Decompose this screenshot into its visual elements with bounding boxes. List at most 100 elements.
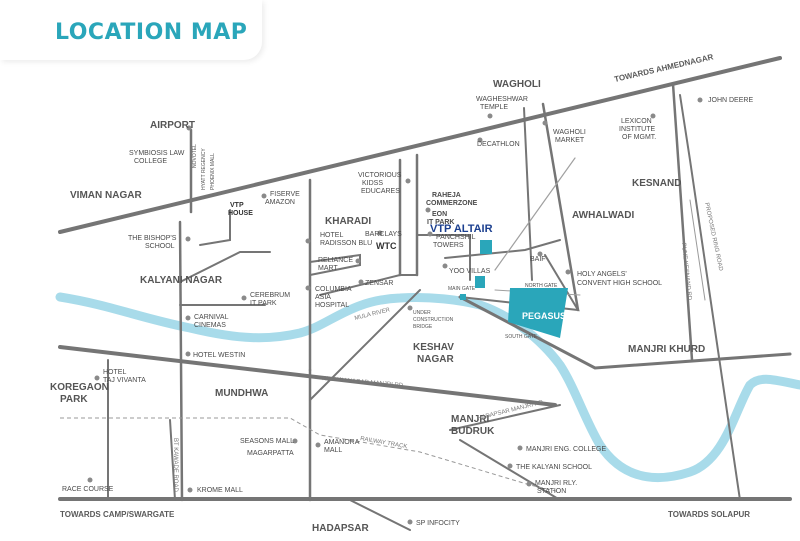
svg-text:YOO VILLAS: YOO VILLAS (449, 268, 491, 275)
title-panel: LOCATION MAP (0, 0, 262, 60)
svg-text:MARKET: MARKET (555, 137, 585, 144)
project-vtp-house: VTP (230, 202, 244, 209)
svg-text:OF MGMT.: OF MGMT. (622, 134, 656, 141)
svg-text:COLLEGE: COLLEGE (134, 158, 167, 165)
bt-kawade-rd-label: BT KAWADE ROAD (172, 438, 178, 492)
svg-text:PANCHSHIL: PANCHSHIL (436, 234, 476, 241)
area-manjri-budruk: MANJRI (451, 414, 490, 425)
towards-solapur: TOWARDS SOLAPUR (668, 510, 750, 519)
area-keshav-nagar: KESHAV (413, 342, 454, 353)
svg-text:NOVOTEL: NOVOTEL (192, 144, 198, 168)
svg-text:NORTH GATE: NORTH GATE (525, 283, 558, 289)
svg-text:FISERVE: FISERVE (270, 191, 300, 198)
svg-text:ASIA: ASIA (315, 294, 331, 301)
keshav-nagar-manjri-road (58, 345, 557, 407)
svg-text:AMAZON: AMAZON (265, 199, 295, 206)
project-wtc: WTC (376, 241, 397, 251)
svg-text:MART: MART (318, 265, 338, 272)
svg-text:TEMPLE: TEMPLE (480, 104, 508, 111)
svg-text:DECATHLON: DECATHLON (477, 141, 520, 148)
svg-text:WAGHESHWAR: WAGHESHWAR (476, 96, 528, 103)
svg-text:VICTORIOUS: VICTORIOUS (358, 172, 402, 179)
area-wagholi: WAGHOLI (493, 79, 541, 90)
svg-text:ZENSAR: ZENSAR (365, 280, 393, 287)
railway-track-label: RAILWAY TRACK (360, 436, 408, 450)
svg-text:SCHOOL: SCHOOL (145, 243, 175, 250)
svg-text:LEXICON: LEXICON (621, 118, 652, 125)
area-manjri-khurd: MANJRI KHURD (628, 344, 705, 355)
area-mundhwa: MUNDHWA (215, 388, 268, 399)
svg-text:TAJ VIVANTA: TAJ VIVANTA (103, 377, 146, 384)
svg-text:RAHEJA: RAHEJA (432, 192, 461, 199)
svg-text:MANJRI RLY.: MANJRI RLY. (535, 480, 577, 487)
svg-text:JOHN DEERE: JOHN DEERE (708, 97, 753, 104)
svg-text:RELIANCE: RELIANCE (318, 257, 353, 264)
area-koregaon-park-2: PARK (60, 394, 88, 405)
pegasus-road (458, 295, 792, 370)
svg-text:RADISSON BLU: RADISSON BLU (320, 240, 372, 247)
svg-text:BAIF: BAIF (530, 256, 546, 263)
svg-text:SOUTH GATE: SOUTH GATE (505, 334, 538, 340)
svg-text:RACE COURSE: RACE COURSE (62, 486, 114, 493)
project-pegasus: PEGASUS (522, 311, 566, 321)
area-kesnand: KESNAND (632, 178, 681, 189)
area-koregaon-park: KOREGAON (50, 382, 109, 393)
svg-text:EDUCARES: EDUCARES (361, 188, 400, 195)
svg-text:EON: EON (432, 211, 447, 218)
map-title: LOCATION MAP (55, 20, 248, 45)
svg-text:SYMBIOSIS LAW: SYMBIOSIS LAW (129, 150, 185, 157)
svg-text:HOTEL: HOTEL (320, 232, 343, 239)
area-awhalwadi: AWHALWADI (572, 210, 634, 221)
area-kalyani-nagar: KALYANI NAGAR (140, 275, 223, 286)
pegasus-site (508, 288, 568, 338)
svg-text:MAGARPATTA: MAGARPATTA (247, 450, 294, 457)
svg-text:COLUMBIA: COLUMBIA (315, 286, 352, 293)
svg-text:BARCLAYS: BARCLAYS (365, 231, 402, 238)
svg-text:CINEMAS: CINEMAS (194, 322, 226, 329)
keshav-nagar-manjri-rd-label: KESHAV NAGAR MANJRI RD (322, 376, 404, 389)
towards-swargate: TOWARDS CAMP/SWARGATE (60, 510, 175, 519)
nagar-road (58, 56, 782, 234)
svg-text:AMANORA: AMANORA (324, 439, 360, 446)
svg-text:CONSTRUCTION: CONSTRUCTION (413, 317, 454, 323)
svg-text:WAGHOLI: WAGHOLI (553, 129, 586, 136)
svg-text:MAIN GATE: MAIN GATE (448, 286, 476, 292)
railway-track (60, 417, 561, 493)
area-keshav-nagar-2: NAGAR (417, 354, 454, 365)
svg-text:HOTEL WESTIN: HOTEL WESTIN (193, 352, 245, 359)
svg-text:SEASONS MALL: SEASONS MALL (240, 438, 294, 445)
svg-text:HOSPITAL: HOSPITAL (315, 302, 349, 309)
svg-text:KIDSS: KIDSS (362, 180, 383, 187)
svg-text:PHOENIX MALL: PHOENIX MALL (210, 153, 216, 190)
proposed-ring-road-label: PROPOSED RING ROAD (703, 202, 723, 272)
vtp-altair-site-2 (475, 276, 485, 288)
svg-text:MANJRI ENG. COLLEGE: MANJRI ENG. COLLEGE (526, 446, 606, 453)
svg-text:HOLY ANGELS': HOLY ANGELS' (577, 271, 627, 278)
svg-text:KROME MALL: KROME MALL (197, 487, 243, 494)
svg-text:CARNIVAL: CARNIVAL (194, 314, 229, 321)
svg-text:IT PARK: IT PARK (427, 219, 454, 226)
area-hadapsar: HADAPSAR (312, 523, 369, 534)
svg-text:TOWERS: TOWERS (433, 242, 464, 249)
svg-text:THE KALYANI SCHOOL: THE KALYANI SCHOOL (516, 464, 592, 471)
svg-text:MALL: MALL (324, 447, 342, 454)
svg-text:STATION: STATION (537, 488, 566, 495)
project-vtp-altair: VTP ALTAIR (430, 223, 493, 235)
svg-text:UNDER: UNDER (413, 310, 431, 316)
svg-text:THE BISHOP'S: THE BISHOP'S (128, 235, 177, 242)
area-viman-nagar: VIMAN NAGAR (70, 190, 142, 201)
svg-text:CONVENT HIGH SCHOOL: CONVENT HIGH SCHOOL (577, 280, 662, 287)
roads (58, 56, 792, 531)
area-kharadi: KHARADI (325, 216, 371, 227)
pune-kesnand-rd-label: PUNE KESNAND RD (680, 243, 692, 302)
svg-text:HYATT REGENCY: HYATT REGENCY (201, 148, 207, 190)
area-airport: AIRPORT (150, 120, 195, 131)
svg-text:HOTEL: HOTEL (103, 369, 126, 376)
area-manjri-budruk-2: BUDRUK (451, 426, 495, 437)
svg-text:INSTITUTE: INSTITUTE (619, 126, 655, 133)
svg-text:CEREBRUM: CEREBRUM (250, 292, 290, 299)
project-vtp-house-2: HOUSE (228, 210, 253, 217)
landmark-labels: WAGHESHWAR TEMPLE DECATHLON WAGHOLI MARK… (62, 96, 753, 527)
